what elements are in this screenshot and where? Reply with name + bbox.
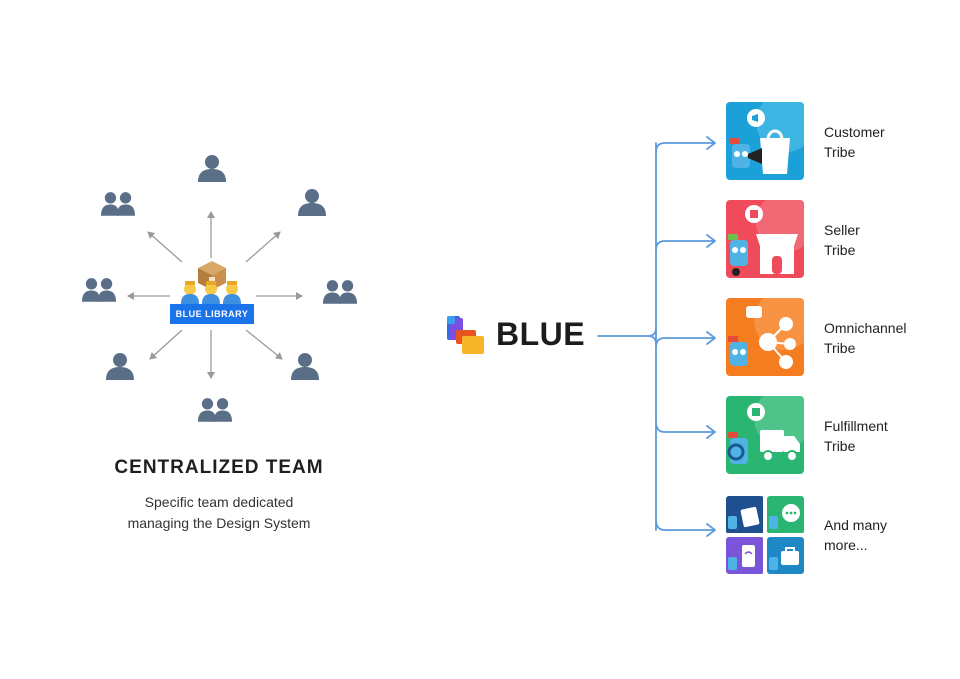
blue-library-badge: BLUE LIBRARY — [170, 304, 254, 324]
branch-seller — [655, 240, 715, 251]
arrow-down-right — [245, 329, 283, 360]
tribe-label-fulfillment: Fulfillment Tribe — [824, 416, 944, 456]
arrow-down-left — [149, 329, 183, 360]
mini-card — [726, 536, 764, 575]
tribe-name: Fulfillment — [824, 418, 888, 434]
tribe-card-omnichannel — [726, 298, 804, 376]
tribe-suffix: Tribe — [824, 438, 856, 454]
branch-more — [655, 519, 715, 531]
tribe-card-fulfillment — [726, 396, 804, 474]
connector-tree — [597, 136, 716, 537]
subtitle-line: managing the Design System — [127, 515, 311, 531]
user-icon — [291, 353, 319, 380]
tribe-label-omnichannel: Omnichannel Tribe — [824, 318, 944, 358]
tribe-card-more — [726, 496, 804, 574]
mini-card — [766, 496, 805, 534]
tribe-label-customer: Customer Tribe — [824, 122, 944, 162]
blue-logo-icon — [447, 316, 484, 354]
briefcase-icon — [766, 536, 804, 574]
tribe-suffix: Tribe — [824, 144, 856, 160]
users-icon — [101, 192, 135, 216]
mini-card — [766, 536, 805, 575]
arrow-up-left — [147, 231, 183, 263]
tribe-suffix: Tribe — [824, 340, 856, 356]
network-icon — [726, 298, 804, 376]
tribe-label-more: And many more... — [824, 515, 944, 555]
radial-arrows — [127, 211, 303, 379]
blue-wordmark: BLUE — [496, 316, 586, 352]
chat-icon — [766, 496, 804, 533]
user-icon — [106, 353, 134, 380]
users-icon — [198, 398, 232, 422]
arrow-up-right — [245, 231, 281, 263]
tribe-name: Customer — [824, 124, 885, 140]
tribe-suffix: Tribe — [824, 242, 856, 258]
tribe-name: Omnichannel — [824, 320, 907, 336]
tribe-name: Seller — [824, 222, 860, 238]
user-icons — [82, 155, 357, 422]
branch-customer — [655, 142, 715, 153]
tribe-label-seller: Seller Tribe — [824, 220, 944, 260]
team-members-icon — [181, 281, 241, 304]
store-icon — [726, 200, 804, 278]
centralized-team-title: CENTRALIZED TEAM — [114, 457, 324, 478]
branch-omnichannel — [655, 337, 715, 348]
branch-fulfillment — [655, 421, 715, 433]
shopping-bag-icon — [726, 102, 804, 180]
user-icon — [198, 155, 226, 182]
users-icon — [82, 278, 116, 302]
centralized-team-subtitle: Specific team dedicated managing the Des… — [60, 492, 378, 534]
tribe-suffix: more... — [824, 537, 868, 553]
mini-card — [726, 496, 764, 534]
truck-icon — [726, 396, 804, 474]
user-icon — [298, 189, 326, 216]
tribe-card-seller — [726, 200, 804, 278]
wallet-icon — [726, 496, 763, 533]
users-icon — [323, 280, 357, 304]
tribe-name: And many — [824, 517, 888, 533]
phone-wifi-icon — [726, 536, 763, 574]
subtitle-line: Specific team dedicated — [144, 494, 294, 510]
tribe-card-customer — [726, 102, 804, 180]
